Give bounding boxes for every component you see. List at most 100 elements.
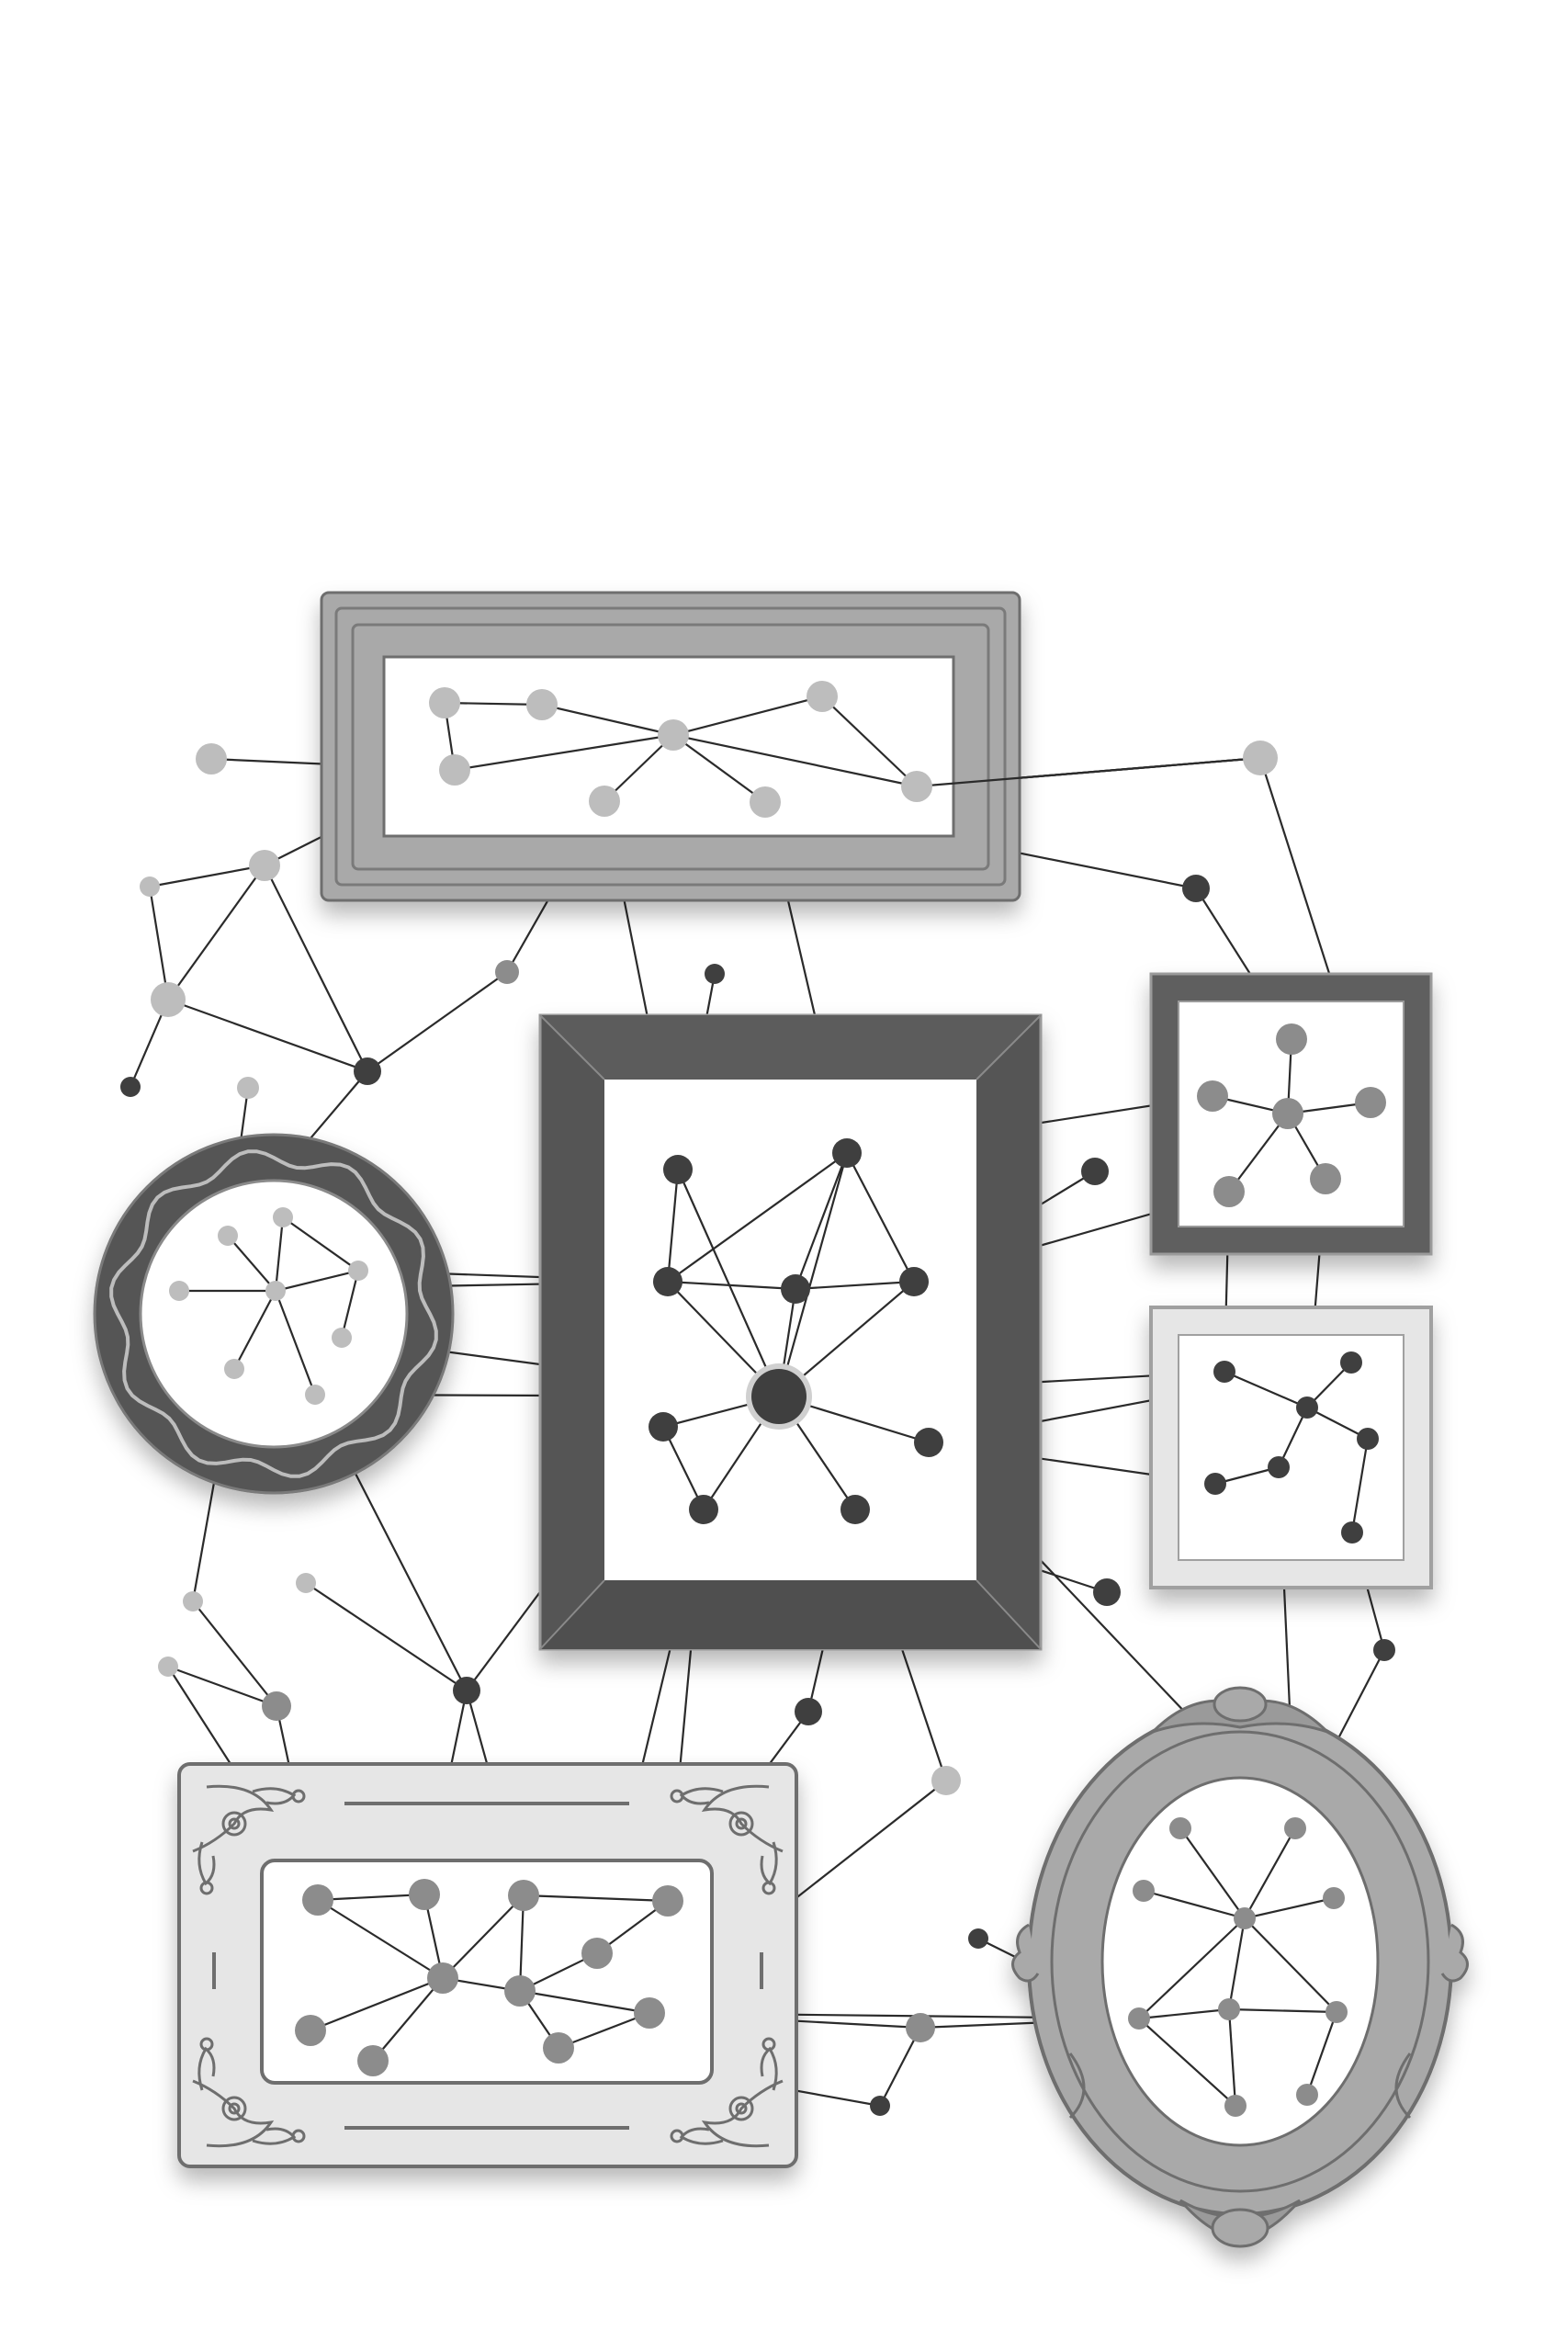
network-edge	[795, 1280, 915, 1291]
network-node	[218, 1226, 238, 1246]
network-edge	[1305, 2011, 1338, 2096]
network-node	[140, 876, 160, 897]
network-node	[1357, 1428, 1379, 1450]
network-edge	[523, 1894, 669, 1903]
network-node	[409, 1879, 440, 1910]
network-node	[906, 2013, 935, 2042]
network-edge	[604, 734, 674, 802]
network-node	[237, 1077, 259, 1099]
network-edge	[275, 1269, 359, 1293]
network-node	[1272, 1098, 1303, 1129]
network-node	[1081, 1158, 1109, 1185]
network-edge	[1244, 1827, 1296, 1919]
network-node	[453, 1677, 480, 1704]
network-edge	[1228, 1113, 1289, 1193]
network-node	[273, 1207, 293, 1227]
network-node	[901, 771, 932, 802]
network-edge	[340, 1270, 360, 1339]
network-edge	[167, 998, 368, 1073]
network-edge	[676, 1169, 781, 1397]
network-node	[589, 786, 620, 817]
network-node	[1341, 1521, 1363, 1544]
network-node	[183, 1591, 203, 1611]
network-edge	[666, 1169, 680, 1283]
network-edge	[916, 756, 1261, 788]
network-edge	[672, 695, 823, 737]
network-node	[705, 964, 725, 984]
network-edge	[1244, 1917, 1337, 2013]
network-edge	[264, 865, 368, 1072]
network-node	[653, 1267, 682, 1296]
network-node	[581, 1938, 613, 1969]
network-node	[1310, 1163, 1341, 1194]
network-edge	[317, 1899, 444, 1979]
network-edge	[317, 1893, 425, 1902]
network-edge	[558, 2011, 650, 2050]
network-edge	[149, 864, 265, 888]
network-node	[354, 1057, 381, 1085]
network-node	[1373, 1639, 1395, 1661]
network-node	[1204, 1473, 1226, 1495]
network-edge	[274, 1216, 285, 1292]
network-edge	[167, 1665, 277, 1708]
network-edge	[1138, 2018, 1236, 2107]
network-node	[495, 960, 519, 984]
network-node	[249, 850, 280, 881]
network-node	[1234, 1907, 1256, 1929]
network-edge	[1278, 1407, 1308, 1468]
network-node	[262, 1691, 291, 1721]
frame-bottom-oval	[1011, 1686, 1469, 2248]
network-node	[1284, 1817, 1306, 1839]
network-edge	[667, 1152, 848, 1283]
network-edge	[672, 733, 918, 788]
network-edge	[662, 1426, 705, 1510]
network-edge	[454, 733, 674, 772]
network-node	[305, 1385, 325, 1405]
network-node	[1296, 2084, 1318, 2106]
frame-left-round	[93, 1133, 455, 1495]
network-edge	[777, 1152, 849, 1397]
network-node	[357, 2045, 389, 2076]
network-node	[807, 681, 838, 712]
network-node	[504, 1975, 536, 2007]
network-edge	[367, 971, 508, 1072]
network-node	[158, 1657, 178, 1677]
network-node	[526, 689, 558, 720]
network-edge	[1138, 1917, 1246, 2019]
network-node	[508, 1880, 539, 1911]
network-edge	[1224, 1370, 1308, 1409]
network-node	[1268, 1456, 1290, 1478]
network-node	[652, 1885, 683, 1917]
network-edge	[274, 1290, 317, 1396]
network-node	[658, 719, 689, 751]
network-node	[429, 687, 460, 718]
network-edge	[305, 1582, 468, 1691]
network-node	[899, 1267, 929, 1296]
network-edge	[519, 1989, 650, 2015]
network-node	[151, 982, 186, 1017]
network-node	[196, 743, 227, 775]
network-node	[543, 2032, 574, 2064]
network-edge	[192, 1600, 277, 1707]
network-node	[332, 1328, 352, 1348]
network-node	[750, 786, 781, 818]
network-edge	[442, 1894, 525, 1979]
network-node	[870, 2096, 890, 2116]
network-node	[295, 2015, 326, 2046]
network-edge	[310, 1976, 444, 2032]
network-edge	[518, 1894, 525, 1992]
network-node	[634, 1997, 665, 2029]
network-edge	[667, 1280, 796, 1291]
network-edge	[444, 701, 543, 707]
network-edge	[1244, 1896, 1335, 1920]
network-node	[832, 1138, 862, 1168]
network-edge	[372, 1977, 444, 2062]
network-node	[302, 1884, 333, 1916]
network-edge	[1227, 2008, 1237, 2107]
network-node	[1224, 2095, 1247, 2117]
network-node	[1197, 1080, 1228, 1112]
network-edge	[1179, 1827, 1246, 1919]
network-node	[840, 1495, 870, 1524]
network-node	[1323, 1887, 1345, 1909]
